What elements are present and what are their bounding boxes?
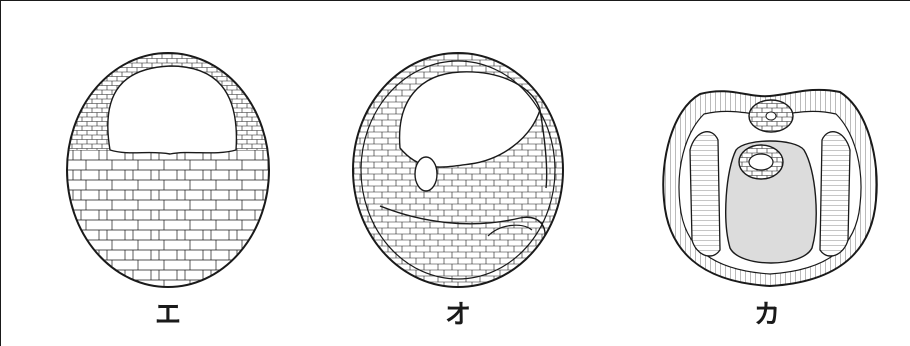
mesoderm-left bbox=[690, 132, 720, 256]
embryo-neurula bbox=[663, 90, 877, 286]
label-o: オ bbox=[428, 300, 488, 330]
label-e: エ bbox=[138, 300, 198, 330]
embryo-gastrula bbox=[350, 50, 570, 290]
archenteron bbox=[415, 157, 437, 191]
mesoderm-right bbox=[820, 132, 850, 256]
embryo-blastula bbox=[60, 40, 280, 300]
vegetal-pole-cells bbox=[60, 150, 280, 300]
label-ka: カ bbox=[737, 300, 797, 330]
